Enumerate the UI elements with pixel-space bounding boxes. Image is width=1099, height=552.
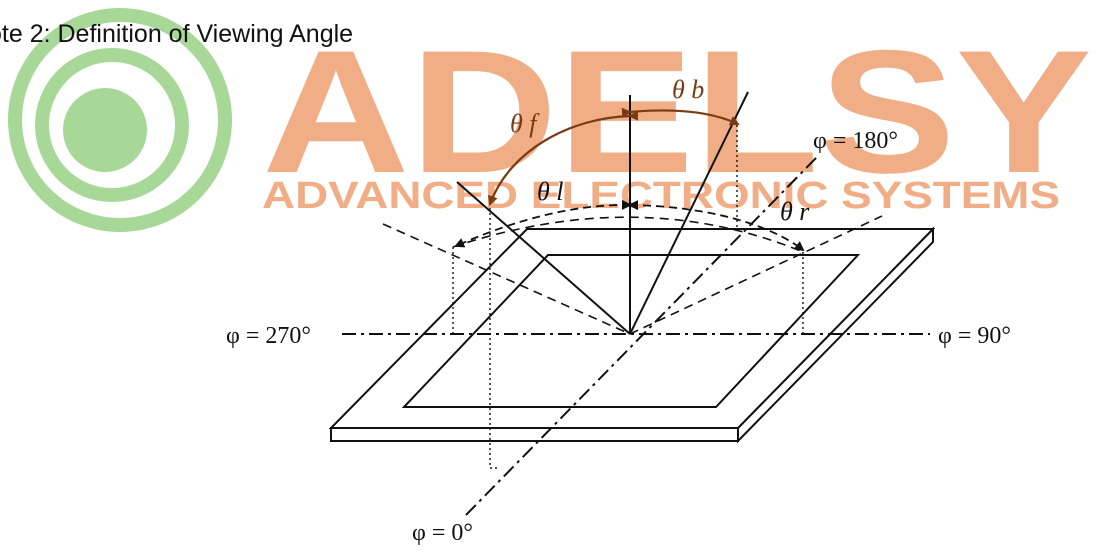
- label-theta-l: θ l: [537, 177, 564, 206]
- note-title: ote 2: Definition of Viewing Angle: [0, 20, 354, 48]
- label-theta-f: θ f: [510, 109, 540, 138]
- active-area: [401, 254, 861, 408]
- theta-r-arc: [621, 199, 805, 252]
- label-phi-270: φ = 270°: [226, 323, 311, 349]
- theta-f-arc: [488, 110, 639, 206]
- label-phi-0: φ = 0°: [412, 520, 473, 546]
- watermark-logo-icon: [8, 8, 232, 232]
- label-theta-b: θ b: [672, 75, 704, 104]
- theta-b-arc: [621, 107, 740, 126]
- label-phi-180: φ = 180°: [813, 128, 898, 154]
- watermark-tagline: ADVANCED ELECTRONIC SYSTEMS: [262, 175, 1060, 217]
- label-phi-90: φ = 90°: [938, 323, 1011, 349]
- theta-l-arc: [454, 200, 639, 248]
- label-theta-r: θ r: [780, 197, 810, 226]
